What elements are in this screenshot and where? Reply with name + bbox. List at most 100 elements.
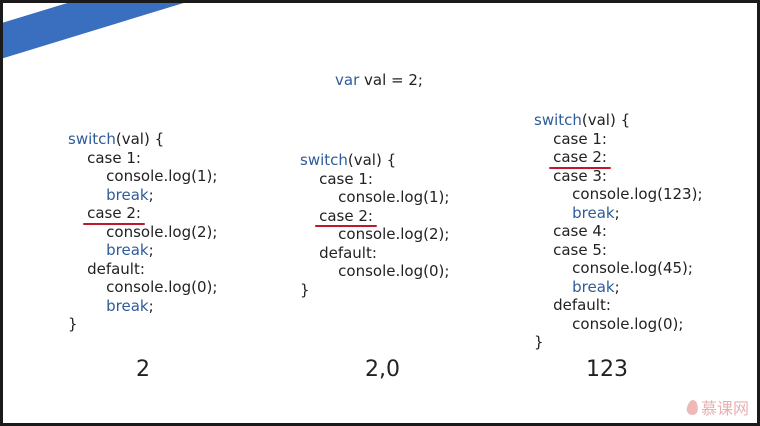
code-indent xyxy=(68,278,106,296)
code-keyword: break xyxy=(106,296,149,315)
code-line: switch(val) { xyxy=(68,130,217,149)
code-indent xyxy=(68,241,106,259)
result-example-2: 2,0 xyxy=(365,357,400,382)
code-indent xyxy=(68,260,87,278)
code-text: console.log(1); xyxy=(338,188,450,206)
code-line: case 5: xyxy=(534,241,703,260)
code-content: console.log(2); xyxy=(338,225,449,243)
code-text: ; xyxy=(614,203,620,222)
code-text: console.log(123); xyxy=(572,185,703,203)
code-text: case 5: xyxy=(553,240,607,259)
code-line: default: xyxy=(534,296,703,315)
code-line: case 2: xyxy=(534,148,703,168)
code-text: console.log(2); xyxy=(338,225,450,243)
code-indent xyxy=(68,204,87,222)
code-content: default: xyxy=(553,296,611,314)
code-text: (val) { xyxy=(115,130,165,148)
code-line: switch(val) { xyxy=(300,151,449,170)
code-line: default: xyxy=(300,244,449,263)
code-indent xyxy=(534,130,553,148)
title-ribbon xyxy=(3,3,365,74)
declaration-keyword: var xyxy=(335,71,360,89)
code-indent xyxy=(300,207,319,225)
highlighted-case: case 2: xyxy=(83,204,145,224)
code-content: console.log(45); xyxy=(572,259,693,277)
code-line: console.log(2); xyxy=(68,223,217,242)
code-content: break; xyxy=(106,297,154,315)
code-content: default: xyxy=(87,260,145,278)
code-line: console.log(0); xyxy=(534,315,703,334)
code-content: console.log(0); xyxy=(106,278,217,296)
code-line: } xyxy=(68,315,217,334)
watermark-text: 慕课网 xyxy=(700,399,749,418)
code-indent xyxy=(534,278,572,296)
code-line: console.log(2); xyxy=(300,225,449,244)
code-text: case 2: xyxy=(87,204,141,222)
code-content: break; xyxy=(572,278,620,296)
code-content: case 1: xyxy=(87,149,141,167)
code-content: console.log(1); xyxy=(338,188,449,206)
code-line: case 4: xyxy=(534,222,703,241)
code-content: break; xyxy=(572,204,620,222)
code-line: break; xyxy=(68,186,217,205)
code-content: break; xyxy=(106,186,154,204)
code-line: case 1: xyxy=(300,170,449,189)
code-text: console.log(0); xyxy=(338,262,450,280)
code-line: console.log(1); xyxy=(68,167,217,186)
code-content: switch(val) { xyxy=(534,111,630,129)
code-indent xyxy=(68,167,106,185)
code-content: case 3: xyxy=(553,167,607,185)
highlighted-case: case 2: xyxy=(315,206,377,227)
code-indent xyxy=(534,259,572,277)
code-content: } xyxy=(68,315,78,333)
code-keyword: switch xyxy=(68,130,116,148)
code-example-3: switch(val) { case 1: case 2: case 3: co… xyxy=(534,111,703,352)
code-keyword: switch xyxy=(300,151,348,169)
code-line: case 2: xyxy=(300,206,449,227)
code-content: console.log(1); xyxy=(106,167,217,185)
code-content: console.log(123); xyxy=(572,185,702,203)
code-line: case 1: xyxy=(68,149,217,168)
code-indent xyxy=(534,241,553,259)
code-text: ; xyxy=(148,241,154,259)
code-line: case 3: xyxy=(534,167,703,186)
code-indent xyxy=(68,149,87,167)
code-text: } xyxy=(68,315,78,333)
code-indent xyxy=(300,225,338,243)
code-text: default: xyxy=(319,243,377,262)
code-indent xyxy=(534,148,553,166)
code-content: console.log(2); xyxy=(106,223,217,241)
code-content: console.log(0); xyxy=(572,315,683,333)
code-indent xyxy=(68,223,106,241)
code-indent xyxy=(68,186,106,204)
code-indent xyxy=(534,315,572,333)
code-indent xyxy=(300,262,338,280)
code-text: case 2: xyxy=(319,206,373,225)
result-example-3: 123 xyxy=(586,357,628,382)
code-line: switch(val) { xyxy=(534,111,703,130)
code-text: (val) { xyxy=(347,151,397,169)
code-example-2: switch(val) { case 1: console.log(1); ca… xyxy=(300,151,449,299)
code-keyword: break xyxy=(572,277,615,296)
code-keyword: break xyxy=(572,203,615,222)
code-example-1: switch(val) { case 1: console.log(1); br… xyxy=(68,130,217,334)
code-line: break; xyxy=(534,204,703,223)
code-indent xyxy=(534,296,553,314)
flame-logo-icon xyxy=(685,398,699,416)
watermark: 慕课网 xyxy=(685,395,749,419)
code-content: } xyxy=(300,281,310,299)
result-example-1: 2 xyxy=(136,357,150,382)
code-text: ; xyxy=(148,296,154,315)
code-keyword: break xyxy=(106,185,149,204)
code-line: case 2: xyxy=(68,204,217,224)
code-text: case 4: xyxy=(553,222,607,240)
code-line: break; xyxy=(68,297,217,316)
code-content: case 5: xyxy=(553,241,607,259)
code-indent xyxy=(534,204,572,222)
highlighted-case: case 2: xyxy=(549,148,611,168)
code-line: break; xyxy=(534,278,703,297)
code-text: } xyxy=(534,333,544,351)
code-content: switch(val) { xyxy=(68,130,164,148)
code-line: case 1: xyxy=(534,130,703,149)
code-text: case 1: xyxy=(553,129,607,148)
